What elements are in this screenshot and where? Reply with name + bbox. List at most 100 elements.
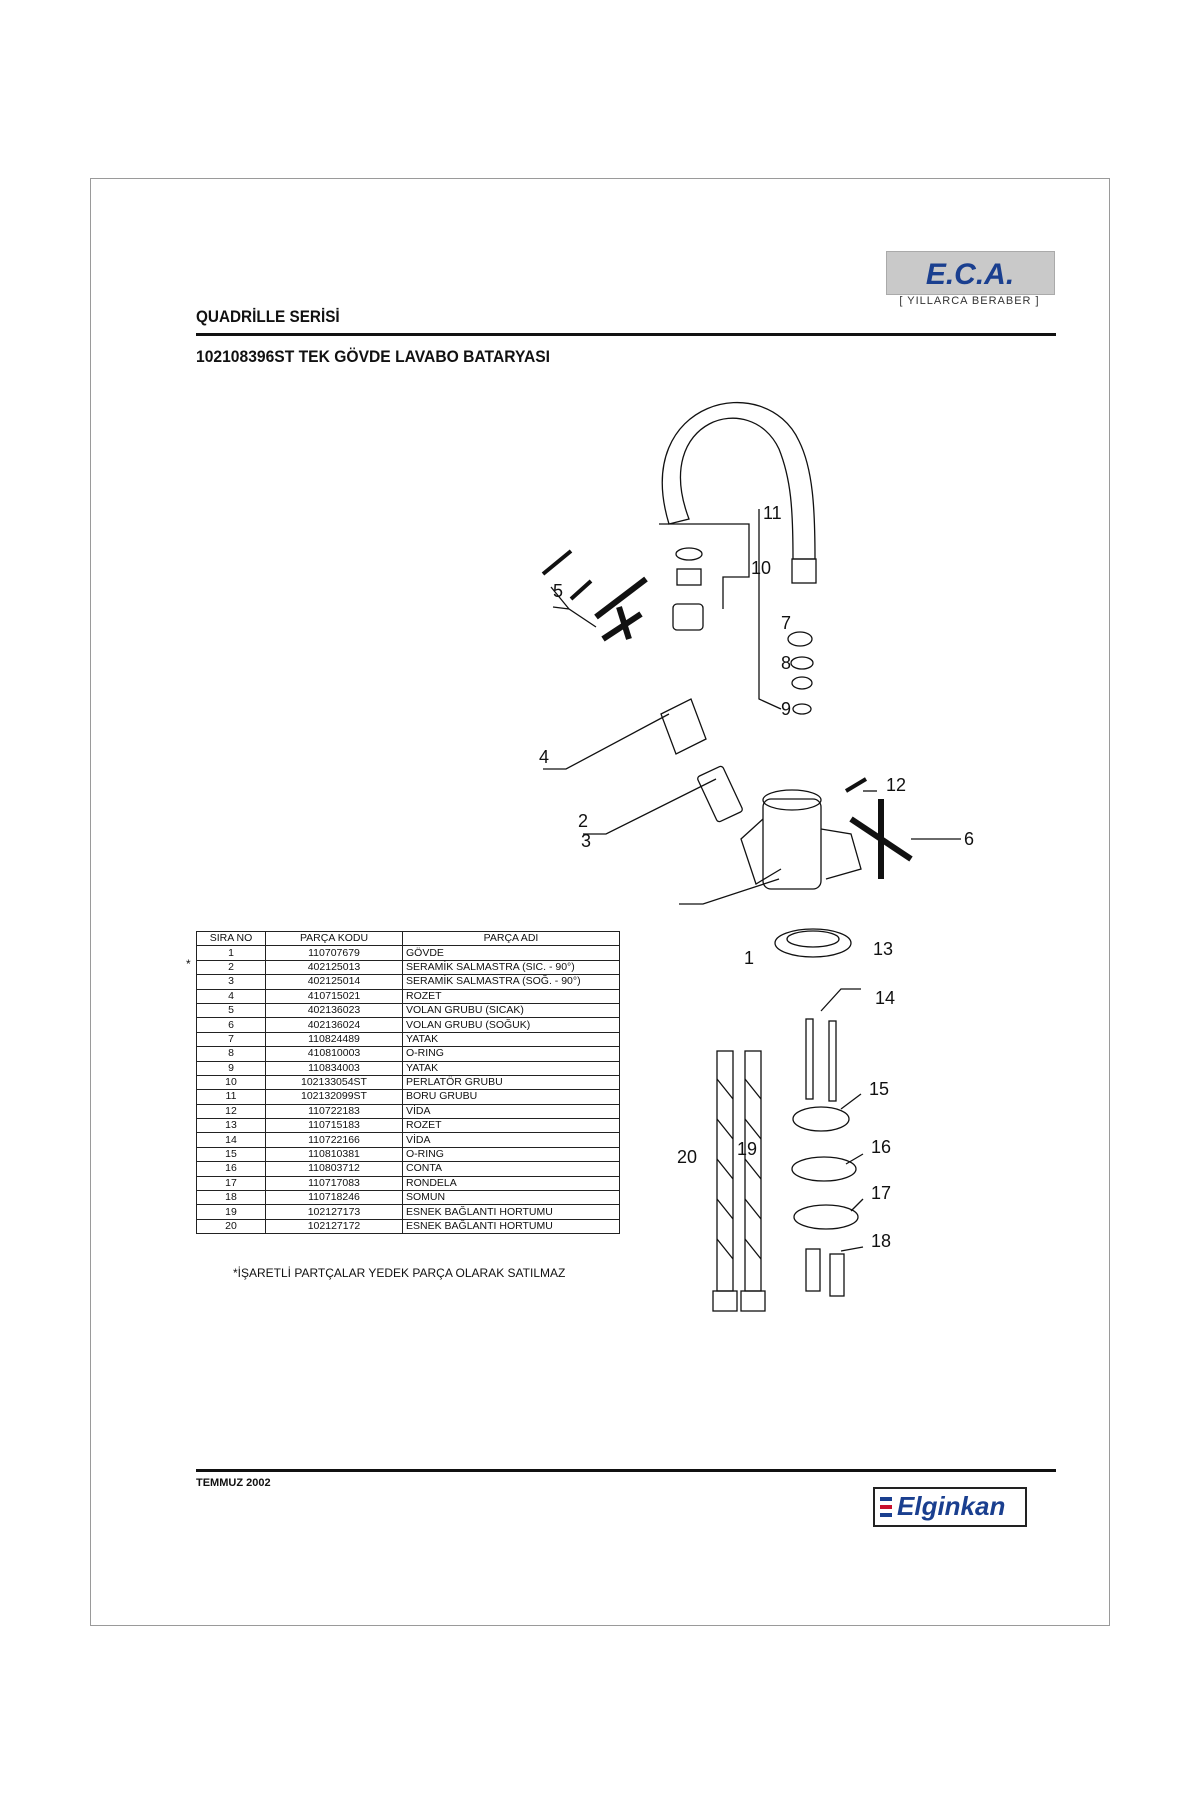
header-parca-adi: PARÇA ADI [402,930,620,947]
tap-body [762,798,822,890]
callout-9: 9 [781,699,791,719]
row-name: ESNEK BAĞLANTI HORTUMU [402,1204,620,1220]
callout-13: 13 [873,939,893,959]
row-name: RONDELA [402,1175,620,1192]
leader-15 [840,1093,862,1110]
row-no: 6 [196,1017,266,1033]
exploded-parts-diagram: 1 2 3 4 5 6 7 8 9 10 11 12 13 14 15 16 1… [539,401,974,1312]
callout-8: 8 [781,653,791,673]
oring-15 [792,1106,850,1132]
row-code: 102133054ST [265,1074,403,1091]
document-sheet: E.C.A. [ YILLARCA BERABER ] QUADRİLLE SE… [90,178,1110,1626]
callout-6: 6 [964,829,974,849]
row-no: 8 [196,1046,266,1062]
row-no: 7 [196,1031,266,1048]
leader-17 [850,1198,864,1212]
row-name: VİDA [402,1132,620,1148]
row-no: 10 [196,1074,266,1091]
tap-body-top [762,789,822,811]
eca-logo-mark: E.C.A. [926,258,1014,291]
row-code: 402136023 [265,1002,403,1019]
leader-18 [840,1246,864,1252]
row-code: 402125014 [265,974,403,990]
row-code: 402125013 [265,959,403,976]
callout-7: 7 [781,613,791,633]
parts-table-header: SIRA NO PARÇA KODU PARÇA ADI [196,930,620,947]
row-name: YATAK [402,1060,620,1076]
callout-15: 15 [869,1079,889,1099]
row-no: 17 [196,1175,266,1192]
row-name: SERAMİK SALMASTRA (SIC. - 90°) [402,959,620,976]
row-name: O-RING [402,1046,620,1062]
rosette-cap [660,698,707,755]
bearing-7 [787,631,813,647]
row-code: 402136024 [265,1017,403,1033]
bearing-9 [792,703,812,715]
row-code: 102127173 [265,1204,403,1220]
footer-date: TEMMUZ 2002 [196,1477,271,1489]
row-no: 4 [196,988,266,1004]
row-name: BORU GRUBU [402,1089,620,1105]
row-code: 110810381 [265,1146,403,1163]
stud-14b [828,1020,837,1102]
header-sira-no: SIRA NO [196,930,266,947]
callout-20: 20 [677,1147,697,1167]
header-divider [196,333,1056,336]
row-code: 110803712 [265,1161,403,1177]
ceramic-cartridge [697,765,743,823]
row-no: 18 [196,1190,266,1206]
row-code: 110715183 [265,1118,403,1134]
row-no: 14 [196,1132,266,1148]
row-code: 110718246 [265,1190,403,1206]
row-no: 16 [196,1161,266,1177]
gasket-16 [791,1156,857,1182]
eca-logo: E.C.A. [886,251,1055,295]
tap-body-side [740,818,782,885]
row-name: SOMUN [402,1190,620,1206]
callout-3: 3 [581,831,591,851]
hose-19-nut [740,1290,766,1312]
aerator-housing [672,603,704,631]
row-name: SERAMİK SALMASTRA (SOĞ. - 90°) [402,974,620,990]
row-code: 110722183 [265,1103,403,1120]
callout-1: 1 [744,948,754,968]
spare-parts-note: *İŞARETLİ PARTÇALAR YEDEK PARÇA OLARAK S… [233,1266,566,1280]
screw-12 [844,777,868,793]
row-no: 3 [196,974,266,990]
row-no: 5 [196,1002,266,1019]
header-parca-kodu: PARÇA KODU [265,930,403,947]
nut-18a [805,1248,821,1292]
callout-12: 12 [886,775,906,795]
row-no: 9 [196,1060,266,1076]
row-name: ESNEK BAĞLANTI HORTUMU [402,1218,620,1235]
callout-17: 17 [871,1183,891,1203]
leader-14 [820,988,861,1012]
row-code: 110824489 [265,1031,403,1048]
callout-2: 2 [578,811,588,831]
hose-20-braid [716,1078,734,1260]
row-code: 110722166 [265,1132,403,1148]
row-no: 1 [196,945,266,961]
row-no: 2 [196,959,266,976]
callout-16: 16 [871,1137,891,1157]
leader-1 [679,878,780,905]
series-title: QUADRİLLE SERİSİ [196,307,340,326]
stud-14a [805,1018,814,1100]
handle-cold [849,799,913,879]
